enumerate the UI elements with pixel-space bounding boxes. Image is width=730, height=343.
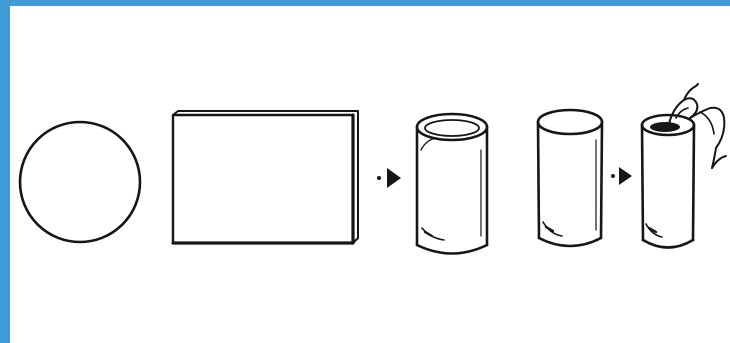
open-tube-cylinder — [417, 114, 487, 254]
circle-shape — [20, 122, 140, 242]
arrow-right-icon — [377, 168, 401, 188]
rectangle-sheet — [173, 111, 358, 243]
arrow-right-icon — [611, 167, 632, 185]
closed-tube-cylinder — [538, 110, 602, 246]
tube-with-hand — [642, 84, 726, 248]
